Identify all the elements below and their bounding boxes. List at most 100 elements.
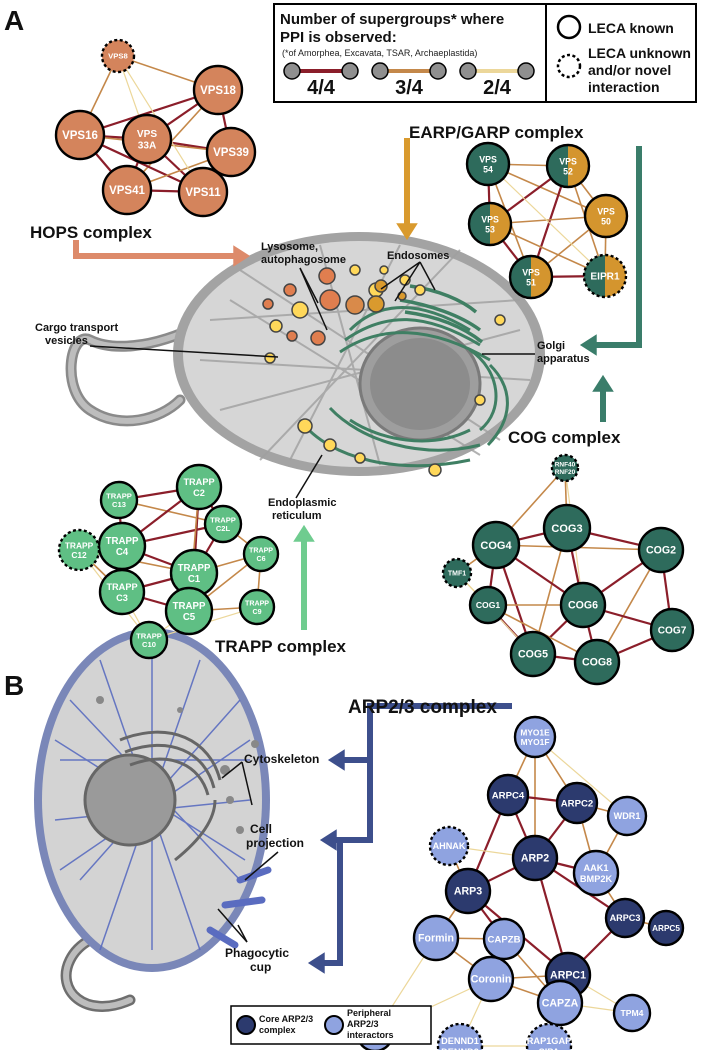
arp-node-rap1gap-sipa: RAP1GAPSIPA xyxy=(525,1022,573,1050)
node-label: 52 xyxy=(563,166,573,176)
node-label: ARPC4 xyxy=(492,790,525,801)
node-label: BMP2K xyxy=(580,874,613,884)
node-label: AAK1 xyxy=(583,863,608,873)
node-label: VPS41 xyxy=(109,185,145,197)
node-label: TRAPP xyxy=(210,515,236,524)
node-label: Coronin xyxy=(471,974,512,986)
node-label: ARPC1 xyxy=(550,970,586,982)
node-label: WDR1 xyxy=(614,811,641,821)
node-label: RAP1GAP xyxy=(527,1036,571,1046)
arp-node-formin: Formin xyxy=(412,914,460,962)
arp-node-arpc5: ARPC5 xyxy=(647,909,685,947)
cog-node-tmf1: TMF1 xyxy=(441,557,473,589)
node-label: CAPZA xyxy=(542,998,579,1010)
earp-edge xyxy=(487,163,606,277)
node-label: C13 xyxy=(112,500,126,509)
earp-complex-label: EARP/GARP complex xyxy=(409,123,584,142)
leca-known-swatch xyxy=(556,14,582,40)
core-label-2: complex xyxy=(259,1025,296,1035)
edge-swatch-3-of-4: 3/4 xyxy=(371,62,447,99)
earp-node-eipr1: EIPR1 xyxy=(582,253,628,299)
edge-swatch-label: 4/4 xyxy=(307,77,336,99)
cog-node-cog4: COG4 xyxy=(471,520,521,570)
cog-complex-label: COG complex xyxy=(508,428,621,447)
node-label: TRAPP xyxy=(106,491,132,500)
arp-node-arp3: ARP3 xyxy=(444,867,492,915)
arp-node-tpm4: TPM4 xyxy=(612,993,652,1033)
node-label: TRAPP xyxy=(106,582,137,592)
core-swatch xyxy=(236,1015,256,1035)
hops-node-vps8: VPS8 xyxy=(100,38,136,74)
arp-complex-label: ARP2/3 complex xyxy=(348,697,497,718)
node-label: 50 xyxy=(601,216,611,226)
node-label: VPS xyxy=(137,129,157,140)
arp-node-arpc2: ARPC2 xyxy=(555,781,599,825)
node-label: EIPR1 xyxy=(590,272,620,283)
node-label: MYO1F xyxy=(521,737,550,747)
node-label: COG2 xyxy=(646,545,676,557)
node-label: 54 xyxy=(483,164,493,174)
cog-node-cog3: COG3 xyxy=(542,503,592,553)
node-label: COG4 xyxy=(480,540,512,552)
arp-node-arp2: ARP2 xyxy=(511,834,559,882)
projection-label-2: projection xyxy=(246,836,304,850)
arp-node-arpc4: ARPC4 xyxy=(486,773,530,817)
node-label: C1 xyxy=(188,574,201,585)
node-label: DENND2 xyxy=(441,1047,479,1050)
arp-node-arpc3: ARPC3 xyxy=(604,897,646,939)
leca-known-label: LECA known xyxy=(588,20,674,36)
hops-complex-label: HOPS complex xyxy=(30,223,152,242)
projection-label-1: Cell xyxy=(250,822,272,836)
node-label: ARP2 xyxy=(521,853,549,865)
node-label: TRAPP xyxy=(249,547,273,555)
hops-node-vps41: VPS41 xyxy=(101,164,153,216)
node-label: VPS16 xyxy=(62,130,98,142)
golgi-label-2: apparatus xyxy=(537,353,590,365)
node-label: COG7 xyxy=(658,626,687,637)
edge-swatch-label: 3/4 xyxy=(395,77,424,99)
earp-arrow-golgi xyxy=(579,146,642,356)
node-label: C12 xyxy=(71,550,87,560)
node-label: DENND1 xyxy=(441,1036,479,1046)
trapp-complex-label: TRAPP complex xyxy=(215,637,347,656)
node-label: TRAPP xyxy=(136,631,162,640)
node-label: C6 xyxy=(256,555,265,563)
cell-a-callouts xyxy=(89,261,535,499)
cell-b-callouts xyxy=(217,761,279,943)
node-label: VPS11 xyxy=(185,187,221,199)
hops-node-vps11: VPS11 xyxy=(177,166,229,218)
arp-legend: Core ARP2/3 complex Peripheral ARP2/3 in… xyxy=(230,1005,432,1045)
endosomes-label: Endosomes xyxy=(387,250,449,262)
leca-unknown-line1: LECA unknown xyxy=(588,45,691,61)
core-label-1: Core ARP2/3 xyxy=(259,1014,313,1024)
cytoskeleton-label: Cytoskeleton xyxy=(244,752,319,766)
legend-title-line2: PPI is observed: xyxy=(280,29,397,46)
cog-node-cog8: COG8 xyxy=(573,638,621,686)
node-label: TMF1 xyxy=(448,570,466,577)
node-label: VPS8 xyxy=(108,52,128,61)
node-label: AHNAK xyxy=(433,841,466,851)
node-label: COG1 xyxy=(476,600,501,610)
cell-a-illustration xyxy=(65,232,545,477)
node-label: RNF20 xyxy=(555,469,576,476)
node-label: TRAPP xyxy=(178,563,211,574)
cell-b-illustration xyxy=(34,628,272,1012)
er-label-2: reticulum xyxy=(272,510,322,522)
phagocytic-label-1: Phagocytic xyxy=(225,946,289,960)
